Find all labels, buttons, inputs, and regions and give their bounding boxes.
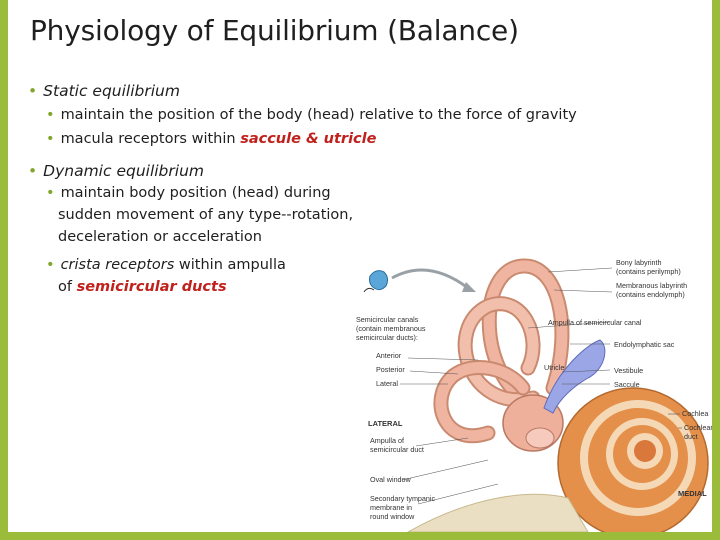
arrow-head-icon [462, 282, 476, 292]
inner-ear-diagram: Bony labyrinth (contains perilymph) Memb… [356, 258, 712, 532]
label-secondary-3: round window [370, 512, 415, 521]
label-anterior: Anterior [376, 351, 402, 360]
label-lateral: Lateral [376, 379, 398, 388]
label-cochlea: Cochlea [682, 409, 708, 418]
bullet-icon: • [46, 131, 55, 147]
bullet-icon: • [28, 82, 38, 100]
label-bony-labyrinth: Bony labyrinth [616, 258, 662, 267]
label-cochlear-duct-2: duct [684, 432, 698, 441]
dynamic-item-2: • crista receptors within ampulla of semi… [46, 254, 286, 298]
dynamic-heading: Dynamic equilibrium [43, 162, 204, 180]
label-secondary-2: membrane in [370, 503, 412, 512]
leader-lines [400, 267, 682, 505]
label-ampulla-canal: Ampulla of semicircular canal [548, 318, 642, 327]
cochlea-shape [557, 387, 709, 532]
dynamic-item-1-line-3: deceleration or acceleration [58, 229, 262, 245]
label-semicircular-canals-sub2: semicircular ducts): [356, 333, 418, 342]
nerve-shape [406, 493, 589, 532]
label-medial-direction: MEDIAL [678, 489, 707, 498]
label-saccule: Saccule [614, 380, 640, 389]
label-bony-labyrinth-sub: (contains perilymph) [616, 267, 681, 276]
label-ampulla-duct-1: Ampulla of [370, 436, 404, 445]
dynamic-item-2-text: within ampulla [174, 257, 286, 273]
label-cochlear-duct-1: Cochlear [684, 423, 712, 432]
dynamic-item-1-line-2: sudden movement of any type--rotation, [58, 207, 354, 223]
static-heading: Static equilibrium [43, 82, 180, 100]
dynamic-item-1-line-1: maintain body position (head) during [60, 185, 331, 201]
pointer-arrow [391, 268, 469, 290]
dynamic-item-2-italic: crista receptors [60, 257, 175, 273]
dynamic-item-2-highlight: semicircular ducts [76, 279, 227, 295]
label-secondary-1: Secondary tympanic [370, 494, 436, 503]
label-membranous-labyrinth: Membranous labyrinth [616, 281, 687, 290]
label-semicircular-canals-sub1: (contain membranous [356, 324, 426, 333]
bullet-icon: • [46, 185, 55, 201]
static-heading-row: • Static equilibrium [28, 82, 180, 100]
label-vestibule: Vestibule [614, 366, 643, 375]
endolymphatic-sac-shape [543, 339, 606, 414]
slide-title: Physiology of Equilibrium (Balance) [30, 14, 519, 47]
label-membranous-labyrinth-sub: (contains endolymph) [616, 290, 685, 299]
bullet-icon: • [28, 162, 38, 180]
slide: Physiology of Equilibrium (Balance) • Sta… [8, 0, 712, 532]
label-semicircular-canals: Semicircular canals [356, 315, 419, 324]
saccule-shape [525, 427, 555, 449]
dynamic-heading-row: • Dynamic equilibrium [28, 162, 204, 180]
static-item-1: • maintain the position of the body (head… [46, 104, 577, 126]
label-utricle: Utricle [544, 363, 564, 372]
semicircular-canals [433, 258, 570, 444]
dynamic-item-2-line-2: of [58, 279, 77, 295]
static-item-2: • macula receptors within saccule & utric… [46, 128, 376, 150]
bullet-icon: • [46, 107, 55, 123]
static-item-2-highlight: saccule & utricle [240, 131, 377, 147]
label-lateral-direction: LATERAL [368, 419, 403, 428]
head-orientation-icon [363, 270, 389, 293]
static-item-2-text: macula receptors within [60, 131, 241, 147]
label-ampulla-duct-2: semicircular duct [370, 445, 424, 454]
static-item-1-text: maintain the position of the body (head)… [60, 107, 577, 123]
dynamic-item-1: • maintain body position (head) during su… [46, 182, 353, 248]
label-posterior: Posterior [376, 365, 405, 374]
label-endolymphatic-sac: Endolymphatic sac [614, 340, 675, 349]
bullet-icon: • [46, 257, 55, 273]
label-oval-window: Oval window [370, 475, 412, 484]
